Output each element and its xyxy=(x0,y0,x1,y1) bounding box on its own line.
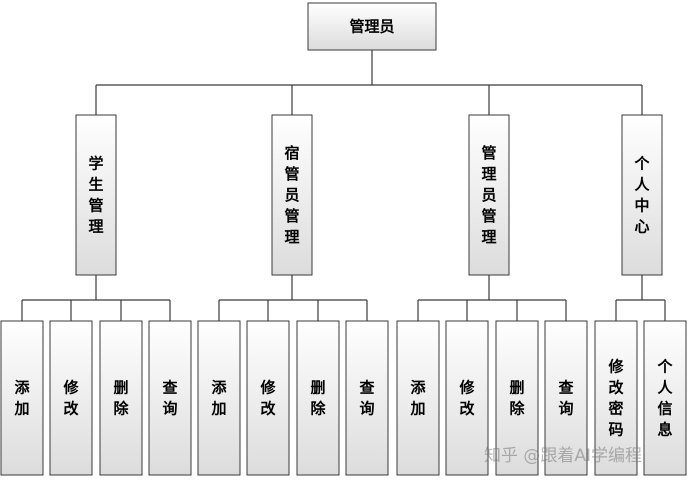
leaf-node-4-1: 修改密码 xyxy=(594,320,638,476)
leaf-node-3-4-label: 查询 xyxy=(558,379,574,418)
module-node-3-label: 管理员管理 xyxy=(481,144,496,246)
leaf-node-1-4: 查询 xyxy=(148,320,192,476)
leaf-node-3-4-box xyxy=(544,320,588,476)
leaf-node-1-2: 修改 xyxy=(49,320,93,476)
module-node-1-label: 学生管理 xyxy=(88,155,103,236)
leaf-node-3-1-label: 添加 xyxy=(409,379,426,418)
leaf-node-2-3-label: 删除 xyxy=(310,379,326,418)
leaf-node-3-3-box xyxy=(495,320,539,476)
leaf-node-3-3-label: 删除 xyxy=(509,379,525,418)
leaf-node-1-1: 添加 xyxy=(0,320,44,476)
module-node-1: 学生管理 xyxy=(75,114,117,276)
module-node-4-box xyxy=(621,114,663,276)
root-node-box xyxy=(307,2,437,51)
root-node: 管理员 xyxy=(307,2,437,51)
leaf-node-2-4-label: 查询 xyxy=(359,379,375,418)
module-node-3: 管理员管理 xyxy=(468,114,510,276)
module-node-2-label: 宿管员管理 xyxy=(284,144,299,246)
leaf-node-1-3-label: 删除 xyxy=(113,379,129,418)
leaf-node-3-2-label: 修改 xyxy=(458,379,475,418)
leaf-node-4-2-box xyxy=(643,320,687,476)
module-node-2-box xyxy=(271,114,313,276)
leaf-node-1-2-box xyxy=(49,320,93,476)
leaf-node-3-2: 修改 xyxy=(445,320,489,476)
leaf-node-2-2: 修改 xyxy=(246,320,290,476)
leaf-node-4-1-box xyxy=(594,320,638,476)
leaf-node-3-1-box xyxy=(396,320,440,476)
watermark-text: 知乎 @跟着AI学编程 xyxy=(484,446,643,466)
leaf-node-2-4-box xyxy=(345,320,389,476)
leaf-node-4-2: 个人信息 xyxy=(643,320,687,476)
leaf-node-2-1-label: 添加 xyxy=(210,379,227,418)
module-node-4: 个人中心 xyxy=(621,114,663,276)
leaf-node-2-3-box xyxy=(296,320,340,476)
module-node-3-box xyxy=(468,114,510,276)
leaf-node-3-4: 查询 xyxy=(544,320,588,476)
leaf-node-2-3: 删除 xyxy=(296,320,340,476)
module-node-1-box xyxy=(75,114,117,276)
leaf-node-1-4-box xyxy=(148,320,192,476)
leaf-node-2-4: 查询 xyxy=(345,320,389,476)
leaf-node-1-1-label: 添加 xyxy=(13,379,30,418)
leaf-node-1-3-box xyxy=(99,320,143,476)
leaf-node-2-2-box xyxy=(246,320,290,476)
leaf-node-1-1-box xyxy=(0,320,44,476)
leaf-node-2-1: 添加 xyxy=(197,320,241,476)
root-node-label: 管理员 xyxy=(349,18,394,36)
module-node-4-label: 个人中心 xyxy=(633,155,650,236)
leaf-node-1-4-label: 查询 xyxy=(162,379,178,418)
leaf-node-2-1-box xyxy=(197,320,241,476)
leaf-node-1-3: 删除 xyxy=(99,320,143,476)
leaf-node-3-2-box xyxy=(445,320,489,476)
leaf-node-4-1-label: 修改密码 xyxy=(607,358,624,439)
leaf-node-3-3: 删除 xyxy=(495,320,539,476)
leaf-node-2-2-label: 修改 xyxy=(259,379,276,418)
leaf-node-3-1: 添加 xyxy=(396,320,440,476)
leaf-node-4-2-label: 个人信息 xyxy=(656,358,673,439)
module-node-2: 宿管员管理 xyxy=(271,114,313,276)
leaf-node-1-2-label: 修改 xyxy=(62,379,79,418)
